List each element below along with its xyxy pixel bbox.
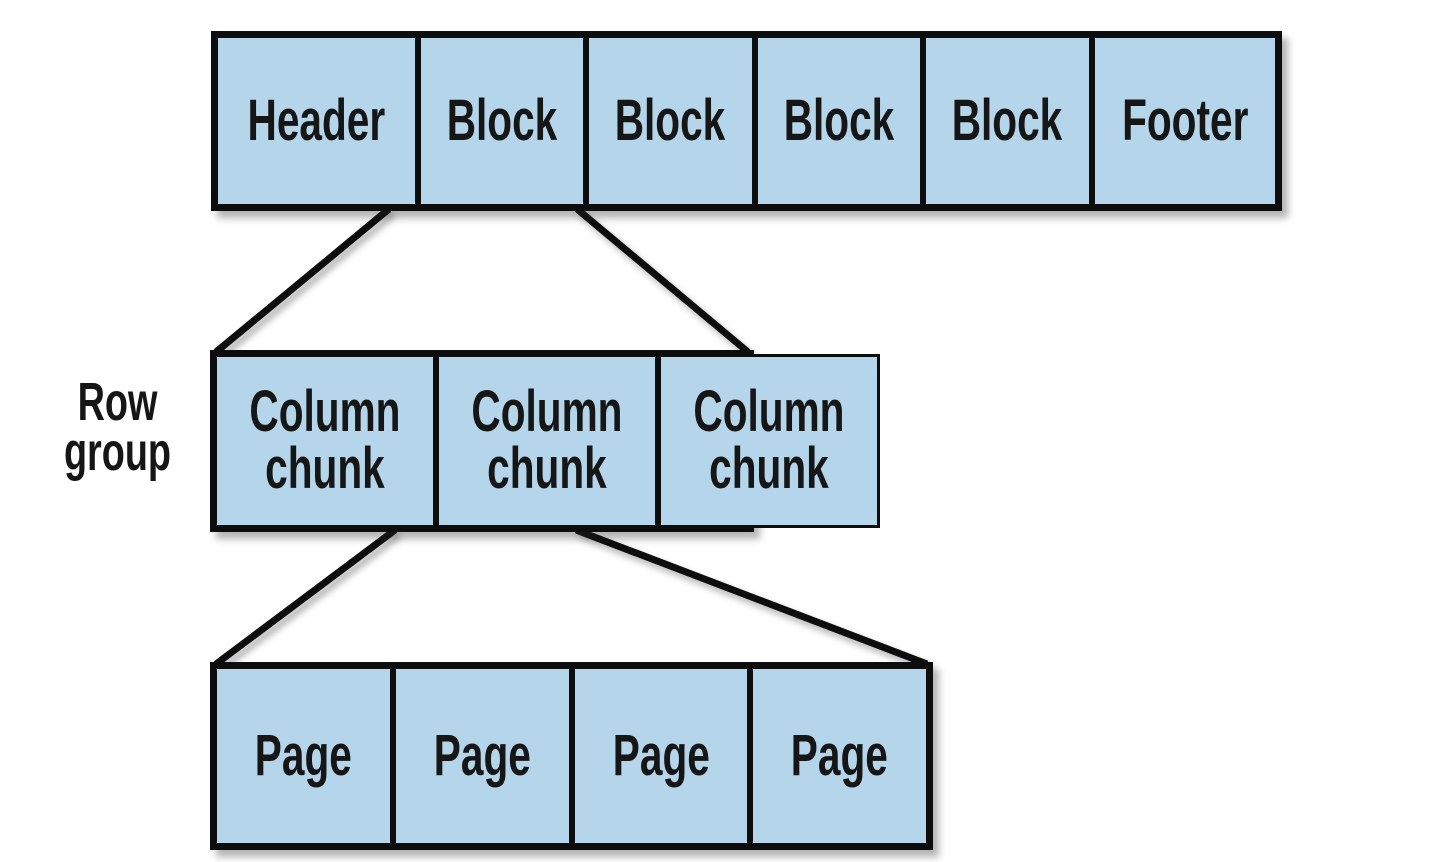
footer-box-label: Footer	[1121, 87, 1248, 153]
page-box-3-label: Page	[612, 722, 710, 788]
page-row: Page Page Page Page	[210, 662, 933, 850]
page-box-1: Page	[214, 666, 393, 846]
page-box-2-label: Page	[433, 722, 531, 788]
column-chunk-box-3-label: Column chunk	[693, 379, 845, 501]
column-chunk-box-2-label: Column chunk	[471, 379, 623, 501]
page-box-2: Page	[392, 666, 572, 846]
block-box-3: Block	[754, 35, 924, 207]
column-chunk-box-3: Column chunk	[657, 354, 880, 528]
block-box-2-label: Block	[615, 87, 726, 153]
header-box: Header	[215, 35, 418, 207]
header-box-label: Header	[247, 87, 386, 153]
page-box-3: Page	[571, 666, 751, 846]
block-box-1: Block	[417, 35, 587, 207]
page-box-1-label: Page	[254, 722, 352, 788]
connector-block-to-rowgroup-right	[574, 206, 751, 355]
row-group-row: Column chunk Column chunk Column chunk	[210, 350, 880, 532]
connector-chunk-to-pages-left	[213, 527, 398, 667]
column-chunk-box-2: Column chunk	[435, 354, 658, 528]
block-box-1-label: Block	[446, 87, 558, 153]
block-box-4-label: Block	[952, 87, 1063, 153]
file-row: Header Block Block Block Block Footer	[211, 31, 1282, 211]
row-group-side-label: Row group	[30, 372, 205, 482]
column-chunk-box-1-label: Column chunk	[249, 379, 401, 501]
footer-box: Footer	[1091, 35, 1279, 207]
connector-block-to-rowgroup-left	[213, 206, 392, 355]
page-box-4-label: Page	[791, 722, 889, 788]
block-box-2: Block	[586, 35, 755, 207]
column-chunk-box-1: Column chunk	[214, 354, 436, 528]
row-group-side-label-text: Row group	[63, 372, 172, 482]
block-box-3-label: Block	[783, 87, 895, 153]
page-box-4: Page	[750, 666, 929, 846]
block-box-4: Block	[923, 35, 1092, 207]
connector-chunk-to-pages-right	[574, 526, 929, 668]
